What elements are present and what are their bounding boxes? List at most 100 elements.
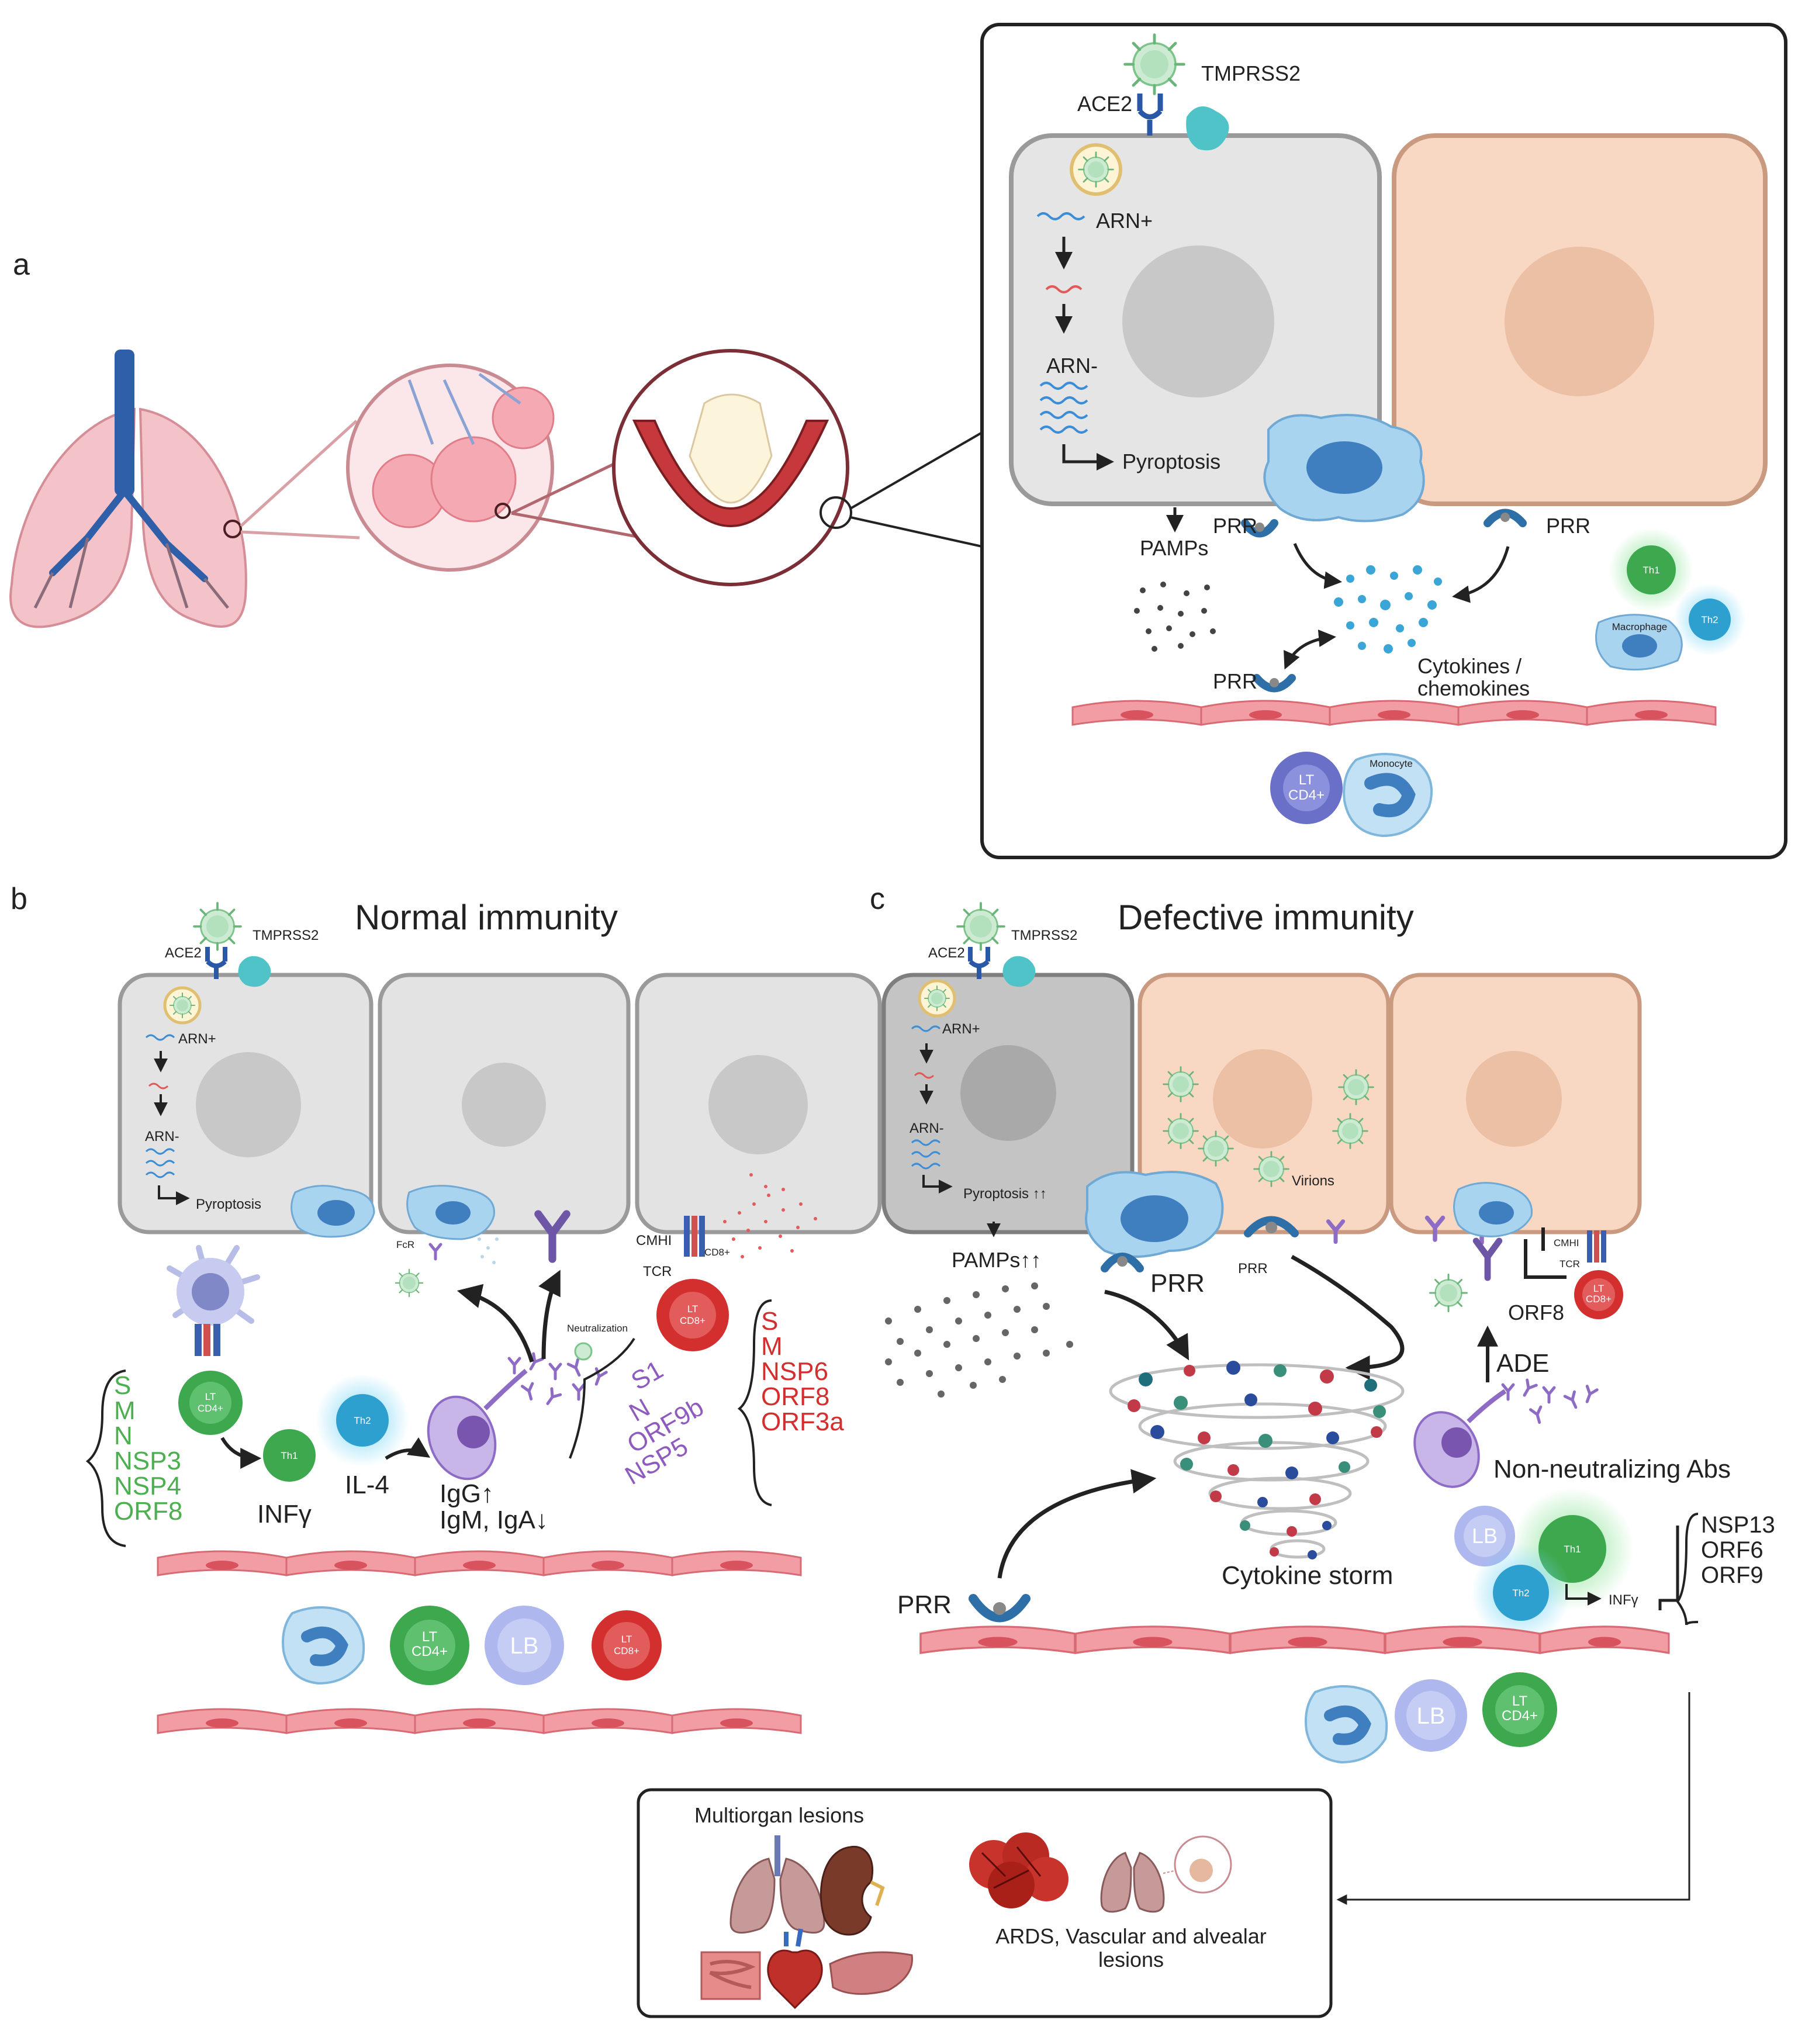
- ace2-label-b: ACE2: [165, 945, 202, 961]
- th2-cell-c: Th2: [1471, 1543, 1571, 1642]
- zoom-line-1: [240, 420, 360, 539]
- th1-text-a: Th1: [1643, 565, 1659, 576]
- b-cell-plasma-c: [1413, 1389, 1507, 1488]
- macrophage-b-2: [406, 1185, 495, 1240]
- arrow-to-lesions: [1336, 1692, 1690, 1905]
- fcr-antibody-b: [430, 1244, 441, 1259]
- monocyte-text-a: Monocyte: [1370, 758, 1413, 769]
- tcr-label-b: TCR: [643, 1264, 672, 1279]
- igm-label-b: IgM, IgA↓: [440, 1506, 548, 1534]
- tmprss2-label-a: TMPRSS2: [1201, 61, 1301, 85]
- arrow-ab-neutral-b: [538, 1270, 561, 1360]
- lt-cd4-text-b2-1: LT: [422, 1629, 438, 1645]
- capillary-zoom-circle: [612, 349, 852, 586]
- virus-particle-b: [193, 902, 242, 951]
- cytokines-label-a-1: Cytokines /: [1417, 654, 1522, 678]
- ace2-receptor-a: [1137, 94, 1163, 136]
- lungs-damage-icon-lesions: [1100, 1835, 1232, 1913]
- lungs-icon-lesions: [729, 1835, 825, 1934]
- lb-cell-c-2: LB: [1395, 1679, 1467, 1752]
- virus-fcr-b: [395, 1268, 424, 1298]
- cd8-antigen-3: NSP6: [761, 1357, 828, 1386]
- virus-particle-c: [956, 902, 1005, 951]
- rna-pos-wave-b: [145, 1034, 175, 1041]
- lt-cd8-text-c-1: LT: [1593, 1283, 1605, 1294]
- nucleus-c-1: [960, 1045, 1056, 1141]
- inhibitor-2: ORF6: [1701, 1537, 1763, 1563]
- cytokines-label-a-2: chemokines: [1417, 676, 1530, 700]
- lt-cd4-text-c-2: CD4+: [1502, 1708, 1538, 1724]
- liver-icon-lesions: [829, 1951, 913, 1995]
- th1-cell-b: Th1: [263, 1429, 316, 1482]
- endothelium-c: [919, 1625, 1670, 1654]
- inhibitor-brace-c: [1676, 1513, 1699, 1625]
- b-antigen-brace: [569, 1337, 635, 1459]
- prr-receptor-c-3: [969, 1594, 1031, 1623]
- prr-label-c-3: PRR: [897, 1590, 952, 1619]
- th2-cell-b: Th2: [316, 1374, 409, 1467]
- arrow-prr2-storm: [1291, 1254, 1405, 1380]
- cd8-antigen-4: ORF8: [761, 1382, 829, 1411]
- lb-text-b: LB: [510, 1633, 539, 1659]
- pamps-dots-c: [885, 1282, 1073, 1398]
- lt-cd4-cell-b-2: LT CD4+: [390, 1606, 469, 1685]
- il4-label-b: IL-4: [345, 1471, 389, 1499]
- lb-text-c-1: LB: [1472, 1524, 1498, 1548]
- endosome-virus-c: [918, 979, 956, 1018]
- rna-pos-label-a: ARN+: [1096, 209, 1153, 233]
- ace2-receptor-b: [205, 947, 227, 979]
- multiorgan-label: Multiorgan lesions: [694, 1803, 864, 1827]
- macrophage-small-a: Macrophage: [1595, 614, 1683, 671]
- nucleus-c-2: [1213, 1049, 1312, 1149]
- endosome-virus-a: [1070, 143, 1122, 196]
- rna-pos-label-b: ARN+: [178, 1031, 216, 1047]
- lt-cd4-cell-c: LT CD4+: [1482, 1672, 1557, 1747]
- prr-receptor-c-2: [1244, 1216, 1299, 1237]
- macrophage-c-2: [1453, 1182, 1533, 1237]
- lb-cell-b: LB: [485, 1606, 564, 1685]
- tmprss2-label-b: TMPRSS2: [253, 928, 319, 943]
- th1-text-b: Th1: [281, 1450, 298, 1461]
- mhc-tcr-cd8-b: [684, 1216, 705, 1257]
- th1-cell-a: Th1: [1609, 528, 1693, 612]
- panel-letter-c: c: [870, 882, 885, 916]
- cmhi-label-b: CMHI: [636, 1233, 672, 1248]
- prr-label-a-1: PRR: [1213, 514, 1257, 538]
- inhibitor-1: NSP13: [1701, 1512, 1775, 1538]
- nucleus-b-2: [462, 1063, 546, 1147]
- lungs-illustration: [9, 350, 247, 628]
- ards-label-1: ARDS, Vascular and alvealar: [995, 1924, 1267, 1948]
- tmprss2-label-c: TMPRSS2: [1011, 928, 1077, 943]
- rna-neg-waves-c: [911, 1139, 941, 1170]
- cd4-antigen-6: ORF8: [114, 1497, 182, 1526]
- lt-cd8-cell-b-2: LT CD8+: [592, 1610, 662, 1680]
- macrophage-text-a: Macrophage: [1612, 621, 1668, 632]
- prr-receptor-a-3: [1253, 674, 1296, 693]
- neutralization-label-b: Neutralization: [567, 1323, 628, 1334]
- lt-cd8-text-b2-1: LT: [621, 1634, 632, 1645]
- prr-label-c-1: PRR: [1150, 1269, 1205, 1298]
- arrow-prr3-cytokines: [1284, 630, 1336, 670]
- igg-label-b: IgG↑: [440, 1479, 494, 1508]
- cd8-small-label-b: CD8+: [704, 1247, 730, 1258]
- rna-intermediate-wave-c: [914, 1072, 935, 1079]
- mhc-tcr-cd8-c: [1587, 1230, 1606, 1263]
- ace2-label-a: ACE2: [1077, 92, 1132, 116]
- cd4-antigen-3: N: [114, 1422, 133, 1450]
- macrophage-a: [1263, 414, 1425, 523]
- monocyte-c: [1305, 1685, 1388, 1764]
- tmprss2-b: [238, 956, 271, 987]
- prr-label-a-2: PRR: [1546, 514, 1590, 538]
- panel-c-title: Defective immunity: [1118, 898, 1414, 937]
- cd4-antigen-5: NSP4: [114, 1472, 181, 1500]
- lt-cd4-text-a-1: LT: [1299, 772, 1315, 788]
- b-antigen-1: S1: [627, 1355, 668, 1396]
- lt-cd4-text-a-2: CD4+: [1288, 787, 1325, 803]
- virions-label-c: Virions: [1292, 1173, 1334, 1189]
- infg-arrow-c: [1565, 1584, 1602, 1606]
- rna-pos-label-c: ARN+: [942, 1021, 980, 1037]
- th2-text-c: Th2: [1512, 1588, 1529, 1599]
- pyroptosis-label-c: Pyroptosis ↑↑: [963, 1186, 1047, 1202]
- lt-cd8-text-b2-2: CD8+: [614, 1645, 639, 1656]
